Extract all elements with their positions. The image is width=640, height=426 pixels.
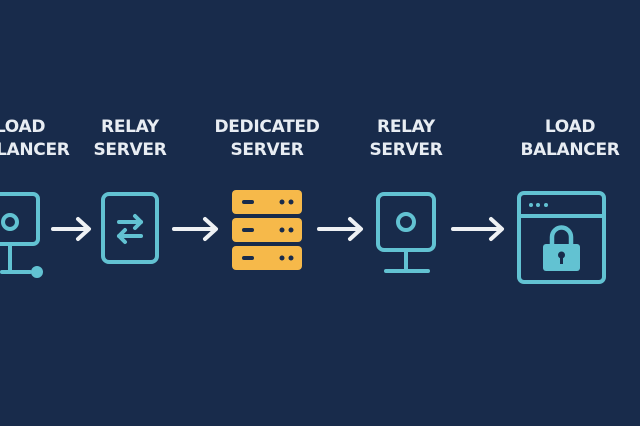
label-line: DEDICATED [214,117,320,137]
label-line: RELAY [101,117,159,137]
label-line: BALANCER [0,140,70,160]
monitor-network-icon [0,192,43,278]
label-line: LOAD [544,117,596,137]
label-line: RELAY [377,117,435,137]
arrow-right-icon [172,217,218,241]
arrow-right-icon [451,217,504,241]
node-label-relay-server-1: RELAY SERVER [50,116,210,162]
server-rack-icon [232,190,302,270]
label-line: BALANCER [520,140,620,160]
arrow-right-icon [51,217,91,241]
browser-lock-icon [517,191,606,284]
node-label-dedicated-server: DEDICATED SERVER [187,116,347,162]
monitor-icon [376,192,436,273]
arrow-right-icon [317,217,363,241]
label-line: LOAD [0,117,46,137]
node-label-relay-server-2: RELAY SERVER [326,116,486,162]
node-label-load-balancer-1: LOAD BALANCER [0,116,100,162]
label-line: SERVER [369,140,443,160]
node-label-load-balancer-2: LOAD BALANCER [490,116,640,162]
label-line: SERVER [230,140,304,160]
swap-arrows-icon [101,192,159,264]
label-line: SERVER [93,140,167,160]
